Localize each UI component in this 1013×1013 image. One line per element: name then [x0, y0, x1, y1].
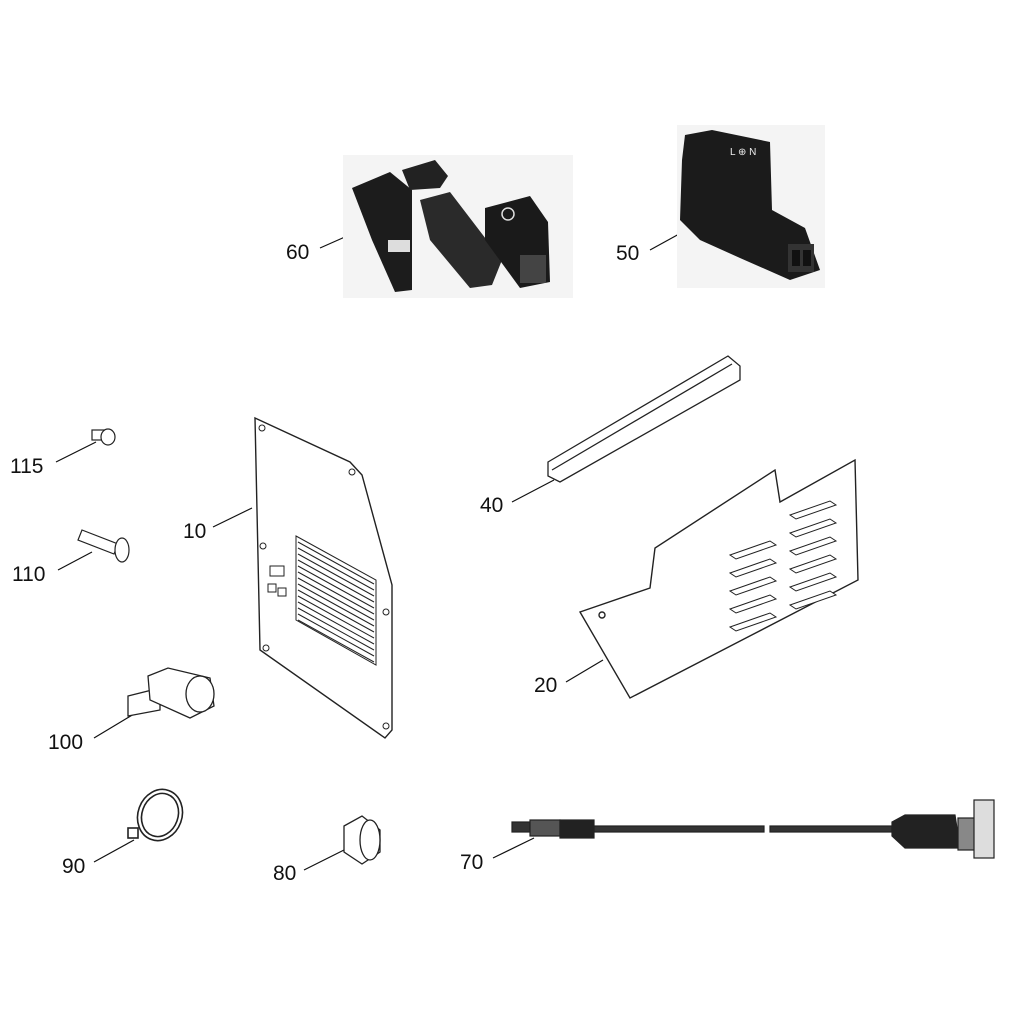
panel-louver — [297, 619, 375, 663]
leader-40 — [511, 479, 555, 503]
leader-80 — [303, 849, 345, 871]
panel-louver — [297, 583, 375, 627]
cover-vent — [788, 500, 838, 520]
part-label-100: 100 — [48, 731, 84, 754]
part-10-front-panel — [254, 416, 393, 739]
part-label-70: 70 — [460, 851, 484, 874]
panel-louver — [297, 541, 375, 585]
leader-10 — [212, 507, 253, 528]
panel-louver — [297, 607, 375, 651]
part-80-knob — [343, 815, 381, 865]
part-label-115: 115 — [10, 455, 44, 478]
leader-20 — [565, 659, 604, 683]
part-110-bolt — [77, 529, 130, 563]
part-70-cable — [511, 799, 995, 859]
leader-100 — [93, 713, 135, 739]
cover-vent — [728, 540, 778, 560]
cover-vent — [788, 590, 838, 610]
part-label-40: 40 — [480, 494, 504, 517]
part-label-10: 10 — [183, 520, 207, 543]
part-90-cable-tie — [127, 788, 184, 842]
cover-vent — [788, 572, 838, 592]
leader-70 — [492, 837, 535, 859]
part-label-90: 90 — [62, 855, 86, 878]
leader-115 — [55, 441, 97, 463]
connector-marking: L ⊕ N — [730, 147, 756, 158]
panel-louver — [297, 577, 375, 621]
part-20-rear-cover — [578, 458, 859, 699]
panel-louver — [297, 565, 375, 609]
cover-vent — [788, 554, 838, 574]
leader-90 — [93, 839, 135, 863]
cover-vent — [728, 612, 778, 632]
panel-louver — [297, 613, 375, 657]
part-115-screw — [91, 428, 116, 446]
panel-louver — [297, 547, 375, 591]
leader-110 — [57, 551, 93, 571]
panel-louver — [297, 595, 375, 639]
part-label-20: 20 — [534, 674, 558, 697]
part-label-60: 60 — [286, 241, 310, 264]
cover-vent — [788, 536, 838, 556]
part-60-connector-housing — [343, 155, 573, 298]
cover-vent — [728, 576, 778, 596]
part-100-switch — [127, 667, 215, 719]
panel-louver — [297, 589, 375, 633]
cover-vent — [728, 558, 778, 578]
part-label-80: 80 — [273, 862, 297, 885]
part-50-distribution-connector: L ⊕ N — [677, 125, 825, 288]
panel-louver — [297, 553, 375, 597]
panel-louver — [297, 571, 375, 615]
cover-vent — [788, 518, 838, 538]
panel-louver — [297, 601, 375, 645]
part-label-110: 110 — [12, 563, 46, 586]
cover-vent — [728, 594, 778, 614]
part-label-50: 50 — [616, 242, 640, 265]
part-40-strip — [547, 355, 741, 483]
panel-louver — [297, 559, 375, 603]
